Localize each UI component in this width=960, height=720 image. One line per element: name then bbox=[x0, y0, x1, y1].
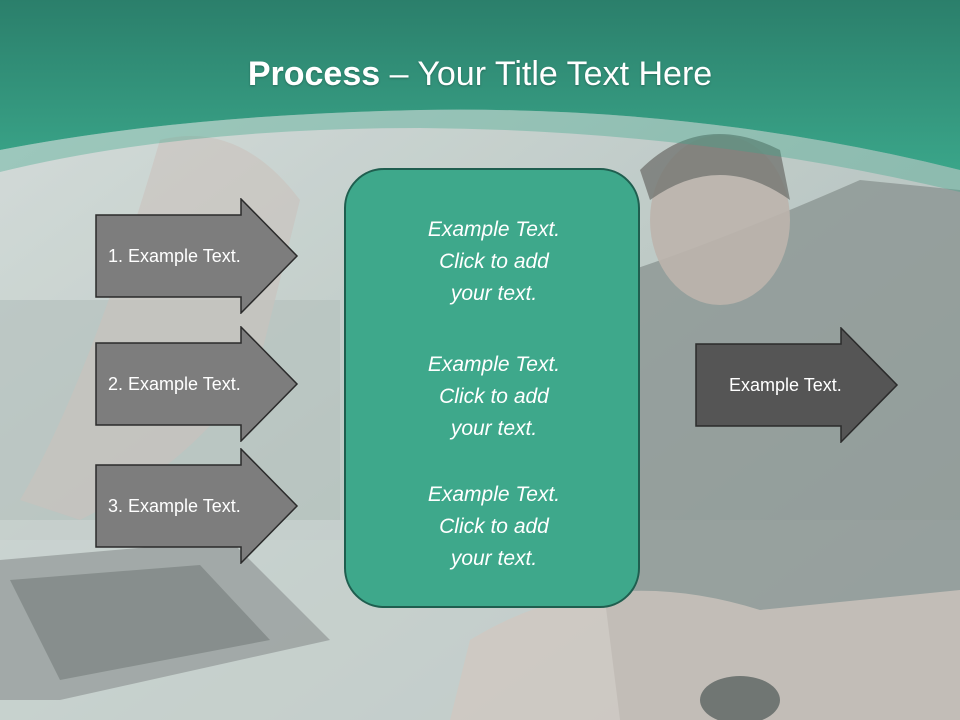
arrow-shape bbox=[695, 327, 899, 443]
left-arrow-1[interactable]: 1. Example Text. bbox=[95, 198, 300, 314]
title-bold: Process bbox=[247, 55, 381, 93]
center-item-1-line3: your text. bbox=[450, 282, 538, 305]
right-arrow-label: Example Text. bbox=[729, 374, 842, 395]
center-item-1-line2: Click to add bbox=[439, 250, 549, 273]
center-item-2: Example Text. Click to add your text. bbox=[346, 349, 642, 445]
left-arrow-2[interactable]: 2. Example Text. bbox=[95, 326, 300, 442]
header-band bbox=[0, 0, 960, 192]
center-item-1: Example Text. Click to add your text. bbox=[346, 214, 642, 310]
arrow-shape bbox=[95, 326, 299, 442]
left-arrow-3[interactable]: 3. Example Text. bbox=[95, 448, 300, 564]
right-arrow[interactable]: Example Text. bbox=[695, 327, 900, 443]
slide-title[interactable]: Process – Your Title Text Here bbox=[0, 52, 960, 96]
left-arrow-1-label: 1. Example Text. bbox=[108, 245, 241, 266]
center-item-2-line3: your text. bbox=[450, 417, 538, 440]
center-item-2-line1: Example Text. bbox=[427, 353, 561, 376]
title-rest: – Your Title Text Here bbox=[380, 55, 713, 93]
center-item-3-line1: Example Text. bbox=[427, 483, 561, 506]
center-item-3-line2: Click to add bbox=[439, 515, 549, 538]
center-text-box[interactable]: Example Text. Click to add your text. Ex… bbox=[344, 168, 640, 608]
center-item-2-line2: Click to add bbox=[439, 385, 549, 408]
arrow-shape bbox=[95, 448, 299, 564]
center-item-1-line1: Example Text. bbox=[427, 218, 561, 241]
left-arrow-3-label: 3. Example Text. bbox=[108, 495, 241, 516]
center-item-3: Example Text. Click to add your text. bbox=[346, 479, 642, 575]
left-arrow-2-label: 2. Example Text. bbox=[108, 373, 241, 394]
arrow-shape bbox=[95, 198, 299, 314]
center-item-3-line3: your text. bbox=[450, 547, 538, 570]
